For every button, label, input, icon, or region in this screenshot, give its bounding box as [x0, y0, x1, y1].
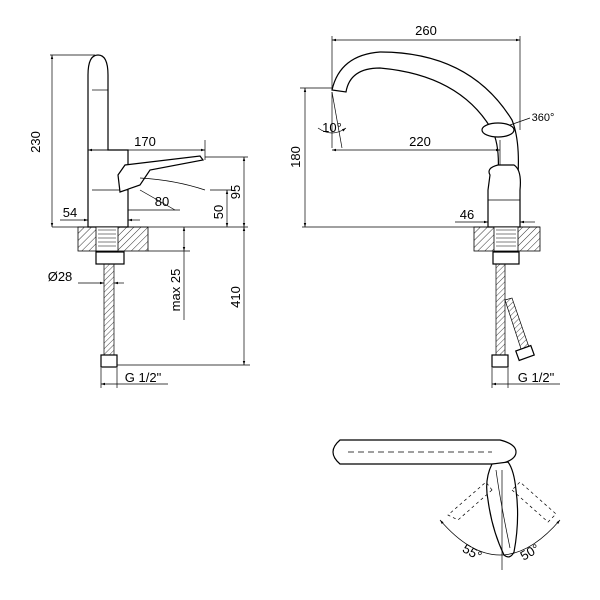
- dim-54: 54: [63, 205, 77, 220]
- lever-handle: [117, 155, 205, 193]
- hose-fitting-front: [491, 354, 509, 368]
- dim-80: 80: [155, 194, 169, 209]
- faucet-body-front: [487, 164, 521, 228]
- mount-thread-front: [493, 226, 519, 252]
- dim-rotation-360: 360°: [532, 112, 555, 124]
- supply-hose-front-1: [495, 263, 506, 365]
- front-view: 260 360° 10° 220 180 46 G 1/2": [288, 23, 560, 388]
- supply-hose-front-2: [504, 297, 531, 353]
- dim-170: 170: [134, 134, 156, 149]
- hose-fitting-front-2: [515, 344, 535, 362]
- spout: [331, 51, 519, 176]
- angle-50: 50°: [517, 541, 542, 564]
- swivel-ring: [481, 122, 515, 138]
- dim-thread-side: G 1/2": [125, 370, 162, 385]
- dim-180: 180: [288, 146, 303, 168]
- hose-fitting: [100, 354, 118, 368]
- dim-260: 260: [415, 23, 437, 38]
- lever-curve: [139, 177, 206, 191]
- dim-max-25: max 25: [168, 269, 183, 312]
- dim-95: 95: [228, 185, 243, 199]
- top-view: 55° 50°: [332, 439, 561, 570]
- rotation-arc: [439, 519, 561, 556]
- dim-diameter-28: Ø28: [48, 269, 73, 284]
- dim-thread-front: G 1/2": [518, 370, 555, 385]
- lever-position-left: [447, 481, 493, 521]
- dim-230: 230: [28, 131, 43, 153]
- side-view: 230 170 95 50 80 54 Ø28 max 25 410: [28, 54, 250, 388]
- faucet-body: [87, 54, 129, 228]
- lock-nut-front: [492, 251, 520, 265]
- mount-thread: [95, 226, 119, 252]
- dim-50: 50: [211, 205, 226, 219]
- angle-55: 55°: [460, 541, 485, 564]
- spout-top: [332, 439, 517, 465]
- dim-220: 220: [409, 134, 431, 149]
- dim-46: 46: [460, 207, 474, 222]
- lock-nut: [95, 251, 125, 265]
- lever-position-right: [511, 481, 557, 523]
- dim-410: 410: [228, 286, 243, 308]
- dim-tilt-10: 10°: [322, 120, 342, 135]
- supply-hose: [103, 263, 115, 365]
